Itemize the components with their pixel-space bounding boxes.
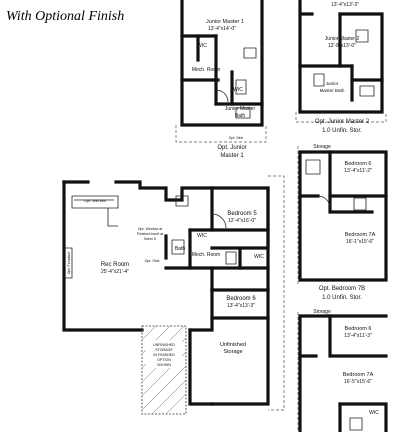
jm1-dims-label: 13'-4"x14'-0" <box>208 26 236 32</box>
bottom-bedroom6-label: Bedroom 6 <box>345 326 372 332</box>
bedroom6-left-dims: 13'-4"x13'-3" <box>227 303 255 309</box>
opt-sink-top-label: Opt. Sink <box>229 136 244 140</box>
unfinished-note-3: IN FINISHED <box>153 353 175 357</box>
jm2-bath-label-2: Master Bath <box>320 88 345 93</box>
unfinished-storage-label-2: Storage <box>223 349 242 355</box>
wic-b5-label: WIC <box>197 233 207 239</box>
mid-storage-label: Storage <box>313 144 331 150</box>
mid-bedroom7a-label: Bedroom 7A <box>345 232 376 238</box>
unfinished-note-1: UNFINISHED <box>153 343 175 347</box>
jm1-bedroom-label: Junior Master 1 <box>206 19 244 25</box>
jm1-caption-1: Opt. Junior <box>217 145 246 151</box>
window-note-2: Finished bsmt at <box>137 232 163 236</box>
bottom-storage-label: Storage <box>313 309 331 315</box>
rec-room-dims: 25'-4"x21'-4" <box>101 269 129 275</box>
bedroom5-label: Bedroom 5 <box>227 211 257 217</box>
bottom-bedroom6-dims: 13'-4"x11'-3" <box>344 333 372 339</box>
jm2-caption-1: Opt. Junior Master 2 <box>315 119 370 125</box>
opt-sink-mid-label: Opt. Sink <box>145 259 160 263</box>
jm2-bedroom-label: Junior Master 2 <box>325 36 360 42</box>
jm2-dims-label: 12'-8"x13'-0" <box>328 43 356 49</box>
bath-mid-label: Bath <box>175 246 186 252</box>
jm-bath-label-1: Junior Master <box>225 106 256 112</box>
bedroom5-dims: 12'-4"x16'-0" <box>228 218 256 224</box>
junior-master-1-plan <box>175 0 267 143</box>
jm2-caption-2: 1.0 Unfin. Stor. <box>322 128 362 134</box>
mech-room-top-label: Mech. Room <box>192 67 220 73</box>
bottom-bedroom7a-label: Bedroom 7A <box>343 372 374 378</box>
bottom-bedroom7a-dims: 16'-5"x15'-6" <box>344 379 372 385</box>
jm-bath-label-2: Bath <box>235 113 246 119</box>
mid-bedroom7a-dims: 16'-1"x15'-6" <box>346 239 374 245</box>
junior-master-2-plan <box>295 0 387 123</box>
mid-bedroom6-label: Bedroom 6 <box>345 161 372 167</box>
unfinished-note-2: STORAGE <box>155 348 173 352</box>
bedroom6-left-label: Bedroom 6 <box>226 296 256 302</box>
bottom-right-plan <box>297 312 388 432</box>
jm2-bath-label-1: Junior <box>326 81 339 86</box>
opt-wet-bar-label: Opt. Wet Bar <box>84 199 107 203</box>
b7b-caption-1: Opt. Bedroom 7B <box>319 286 365 292</box>
wic-top-label: WIC <box>197 43 207 49</box>
mech-room-mid-label: Mech. Room <box>192 252 220 258</box>
wic-mid-label: WIC <box>254 254 264 260</box>
mid-bedroom6-dims: 13'-4"x11'-2" <box>344 168 372 174</box>
b7b-caption-2: 1.0 Unfin. Stor. <box>322 295 362 301</box>
unfinished-note-4: OPTION <box>157 358 171 362</box>
rec-room-label: Rec Room <box>101 262 129 268</box>
unfinished-note: UNFINISHED STORAGE IN FINISHED OPTION SH… <box>146 340 182 368</box>
window-note-3: Bdrm 5 <box>144 237 156 241</box>
window-note-1: Opt. Window at <box>138 227 163 231</box>
wic-bath-label: WIC <box>233 87 243 93</box>
basement-main-plan <box>62 175 285 415</box>
jm1-caption-2: Master 1 <box>220 153 244 159</box>
bottom-wic-label: WIC <box>369 410 379 416</box>
unfinished-storage-label-1: Unfinished <box>220 342 246 348</box>
unfinished-storage-hatch <box>141 325 187 415</box>
top-right-dims: 13'-4"x13'-3" <box>331 2 359 8</box>
opt-fireplace-label: Opt. Fireplace <box>67 252 71 275</box>
bedroom-7b-plan <box>297 146 388 286</box>
unfinished-note-5: SHOWN <box>157 363 171 367</box>
plan-title: With Optional Finish <box>6 9 124 24</box>
